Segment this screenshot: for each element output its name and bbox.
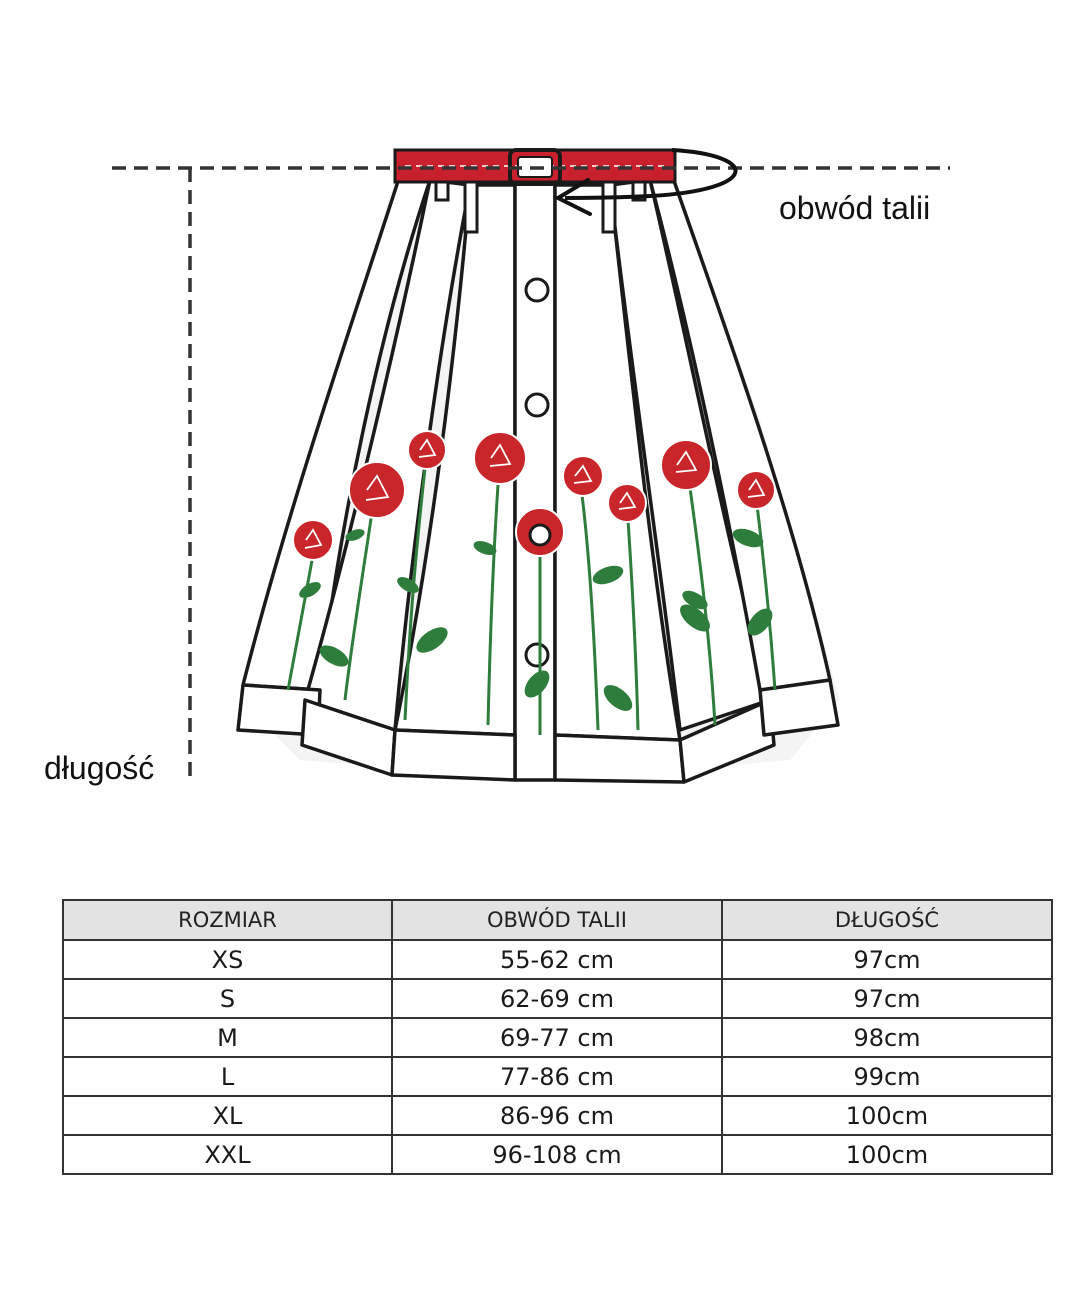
table-row: M 69-77 cm 98cm: [62, 1017, 1053, 1058]
rose-swirls: [304, 438, 766, 549]
header-length: DŁUGOŚĆ: [721, 899, 1053, 941]
table-row: XL 86-96 cm 100cm: [62, 1095, 1053, 1136]
size-cell: XL: [62, 1095, 393, 1136]
length-cell: 97cm: [721, 939, 1053, 980]
length-cell: 97cm: [721, 978, 1053, 1019]
size-cell: S: [62, 978, 393, 1019]
waist-cell: 96-108 cm: [391, 1134, 723, 1175]
table-header-row: ROZMIAR OBWÓD TALII DŁUGOŚĆ: [62, 899, 1053, 941]
size-chart-table: ROZMIAR OBWÓD TALII DŁUGOŚĆ XS 55-62 cm …: [62, 899, 1053, 1175]
rose-flowers: [292, 430, 776, 561]
skirt-hem: [236, 678, 840, 784]
length-cell: 98cm: [721, 1017, 1053, 1058]
size-cell: M: [62, 1017, 393, 1058]
rose-leaves: [299, 528, 773, 711]
length-measure-label: długość: [44, 750, 155, 786]
waist-cell: 69-77 cm: [391, 1017, 723, 1058]
table-row: XS 55-62 cm 97cm: [62, 939, 1053, 980]
measure-lines: [112, 166, 950, 780]
size-cell: L: [62, 1056, 393, 1097]
header-waist: OBWÓD TALII: [391, 899, 723, 941]
length-cell: 100cm: [721, 1134, 1053, 1175]
waist-arrow-head: [556, 178, 592, 216]
length-cell: 100cm: [721, 1095, 1053, 1136]
rose-button-overlay: [528, 523, 552, 547]
header-size: ROZMIAR: [62, 899, 393, 941]
length-cell: 99cm: [721, 1056, 1053, 1097]
table-row: XXL 96-108 cm 100cm: [62, 1134, 1053, 1175]
table-row: S 62-69 cm 97cm: [62, 978, 1053, 1019]
skirt-illustration: [112, 148, 950, 784]
size-cell: XS: [62, 939, 393, 980]
table-row: L 77-86 cm 99cm: [62, 1056, 1053, 1097]
waist-cell: 62-69 cm: [391, 978, 723, 1019]
waist-cell: 86-96 cm: [391, 1095, 723, 1136]
size-cell: XXL: [62, 1134, 393, 1175]
waist-measure-label: obwód talii: [779, 190, 931, 226]
waist-arrow: [564, 148, 738, 200]
waist-cell: 55-62 cm: [391, 939, 723, 980]
waist-cell: 77-86 cm: [391, 1056, 723, 1097]
